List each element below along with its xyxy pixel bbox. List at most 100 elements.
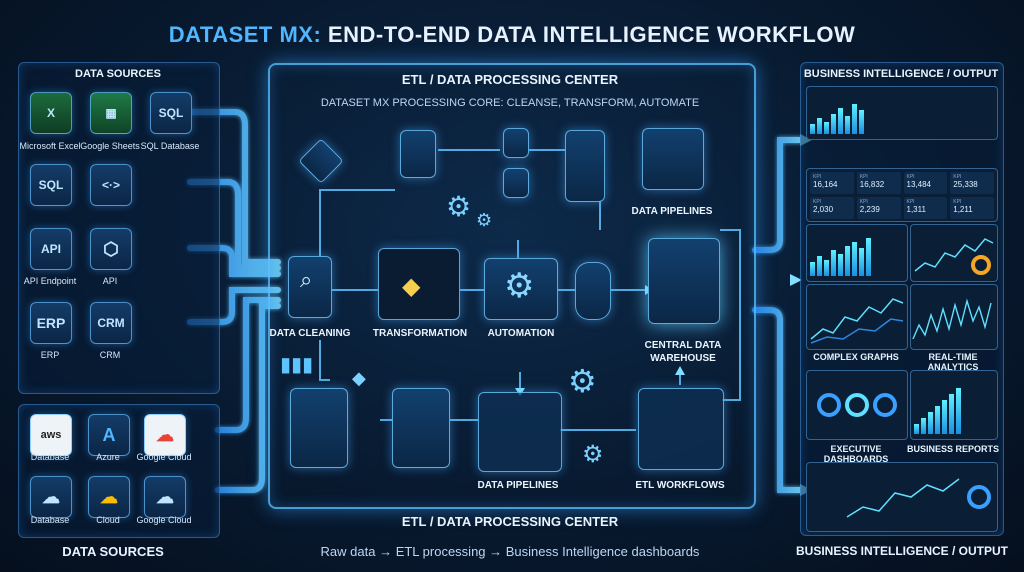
excel-glyph: X [47,106,55,120]
complex-graphs-label: COMPLEX GRAPHS [806,352,906,362]
gear-icon: ⚙ [446,190,471,223]
realtime-dashboard[interactable] [910,284,998,350]
etl-workflows-label: ETL WORKFLOWS [630,480,730,491]
small-gear-icon: ⚙ [476,210,492,231]
database-cylinder-icon [575,262,611,320]
sql-glyph: SQL [159,106,184,120]
gcloud2-glyph: ☁ [156,487,174,508]
crm-icon[interactable]: CRM [90,302,132,344]
sql-icon[interactable]: SQL [30,164,72,206]
cloud-database-icon[interactable]: ☁ [30,476,72,518]
executive-svg [807,371,907,439]
azure-icon[interactable]: A [88,414,130,456]
aws-glyph: aws [41,429,62,441]
python-small-icon: ◆ [352,368,366,389]
small-server-icon-2 [503,168,529,198]
overview-bars [807,87,997,137]
data-pipelines-top-icon[interactable] [642,128,704,190]
api-network-glyph: ⬡ [103,239,119,260]
etl-workflows-icon[interactable] [638,388,724,470]
api-label: API [70,276,150,286]
realtime-analytics-label: REAL-TIME ANALYTICS [904,352,1002,372]
dashboard-overview[interactable] [806,86,998,140]
cloud-db-glyph: ☁ [42,487,60,508]
central-warehouse-label-2: WAREHOUSE [628,353,738,364]
reports-bars [911,371,997,437]
business-reports-label: BUSINESS REPORTS [904,444,1002,454]
automation-label: AUTOMATION [476,328,566,339]
bar-chart-dashboard[interactable] [806,224,908,282]
complex-graph-svg [807,285,907,349]
small-server-icon [503,128,529,158]
output-heading-bottom: BUSINESS INTELLIGENCE / OUTPUT [796,544,1008,558]
server-bottom-icon-2 [392,388,450,468]
automation-gear-icon: ⚙ [504,266,534,306]
cloud-glyph: ☁ [100,487,118,508]
data-pipelines-top-label: DATA PIPELINES [622,206,722,217]
aws-icon[interactable]: aws [30,414,72,456]
code-glyph: <·> [102,178,120,192]
erp-icon[interactable]: ERP [30,302,72,344]
bar-chart-bars [807,225,907,279]
data-pipelines-bottom-label: DATA PIPELINES [468,480,568,491]
server-stack-icon [400,130,436,178]
code-icon[interactable]: <·> [90,164,132,206]
sql-database-label: SQL Database [130,141,210,151]
data-sources-heading-top: DATA SOURCES [18,68,218,80]
business-reports-dashboard[interactable] [910,370,998,440]
api-endpoint-icon[interactable]: API [30,228,72,270]
gcloud-glyph: ☁ [156,425,174,446]
bottom-dashboard-svg [807,463,997,531]
bottom-dashboard[interactable] [806,462,998,532]
gear-bottom-icon: ⚙ [568,362,597,400]
tall-server-icon [565,130,605,202]
crm-label: CRM [70,350,150,360]
google-cloud-2-icon[interactable]: ☁ [144,476,186,518]
central-warehouse-label-1: CENTRAL DATA [628,340,738,351]
sheets-glyph: ▦ [105,106,116,120]
google-sheets-icon[interactable]: ▦ [90,92,132,134]
python-icon: ◆ [402,272,420,300]
sql-database-icon[interactable]: SQL [150,92,192,134]
gear-bottom-small-icon: ⚙ [582,440,604,468]
crm-glyph: CRM [97,316,124,330]
api-glyph: API [41,242,61,256]
line-chart-svg [911,225,997,281]
central-warehouse-icon[interactable] [648,238,720,324]
etl-subheading: DATASET MX PROCESSING CORE: CLEANSE, TRA… [268,97,752,109]
data-sources-heading-bottom: DATA SOURCES [18,544,208,559]
executive-dashboards-label: EXECUTIVE DASHBOARDS [806,444,906,464]
caption: Raw data → ETL processing → Business Int… [268,544,752,559]
bar-chart-icon: ▮▮▮ [280,352,313,376]
output-heading-top: BUSINESS INTELLIGENCE / OUTPUT [800,68,1002,80]
azure-glyph: A [103,425,116,446]
sql-glyph-2: SQL [39,178,64,192]
executive-dashboard[interactable] [806,370,908,440]
etl-heading-bottom: ETL / DATA PROCESSING CENTER [268,514,752,529]
magnifier-icon: ⌕ [300,268,312,293]
data-pipelines-bottom-icon[interactable] [478,392,562,472]
etl-heading-top: ETL / DATA PROCESSING CENTER [268,72,752,87]
erp-glyph: ERP [37,315,66,331]
cloud-icon[interactable]: ☁ [88,476,130,518]
complex-graph-dashboard[interactable] [806,284,908,350]
google-cloud-icon[interactable]: ☁ [144,414,186,456]
excel-icon[interactable]: X [30,92,72,134]
transformation-label: TRANSFORMATION [370,328,470,339]
data-cleaning-label: DATA CLEANING [268,328,352,339]
kpi-row-1: KPI16,164 KPI16,832 KPI13,484 KPI25,338 [807,169,997,197]
line-chart-dashboard[interactable] [910,224,998,282]
api-network-icon[interactable]: ⬡ [90,228,132,270]
google-cloud-2-label: Google Cloud [124,515,204,525]
server-bottom-icon [290,388,348,468]
